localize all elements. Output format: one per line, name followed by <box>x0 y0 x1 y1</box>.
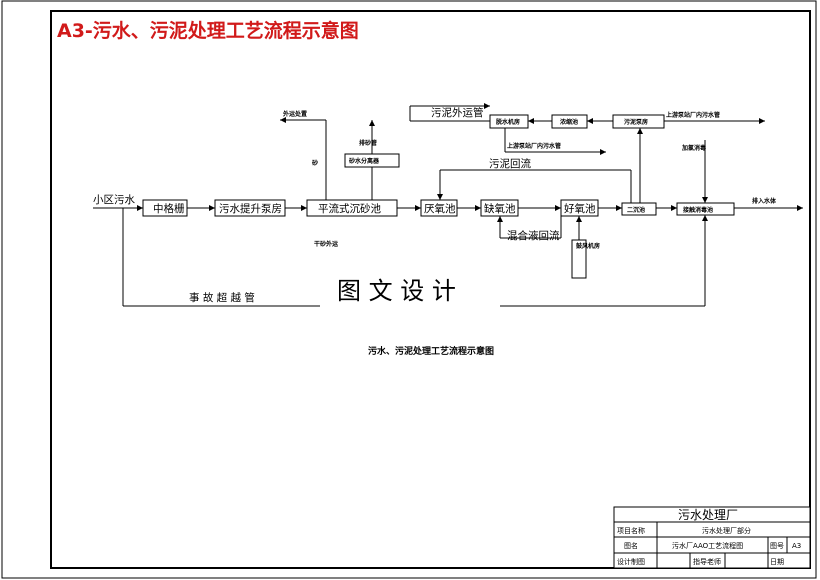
title-block-no-label: 图号 <box>770 542 784 550</box>
title-block-project-value: 污水处理厂部分 <box>702 526 751 535</box>
title-block-date-label: 日期 <box>770 558 784 566</box>
title-block: 污水处理厂 项目名称 污水处理厂部分 图名 污水厂AAO工艺流程图 图号 A3 … <box>613 506 811 569</box>
sludge-out-label: 污泥外运管 <box>431 106 484 119</box>
title-block-designer-label: 设计制图 <box>617 557 645 566</box>
watermark: 图 文 设 计 <box>337 277 456 305</box>
disinfection-label: 接触消毒池 <box>682 206 713 214</box>
pump-house-label: 污水提升泵房 <box>219 202 282 215</box>
mixed-return-label: 混合液回流 <box>507 229 560 242</box>
influent-label: 小区污水 <box>93 194 135 206</box>
chlorine-label: 加氯消毒 <box>681 144 706 152</box>
grit-pipe-label: 排砂管 <box>359 139 377 147</box>
title-block-drawing-label: 图名 <box>624 541 638 550</box>
thickener-label: 浓缩池 <box>560 118 578 126</box>
filtrate-label: 上游泵站厂内污水管 <box>507 142 561 150</box>
bypass-label: 事 故 超 越 管 <box>189 291 255 304</box>
blower-label: 鼓风机房 <box>576 242 600 250</box>
secondary-clarifier-label: 二沉池 <box>627 206 645 214</box>
title-block-no-value: A3 <box>792 542 801 550</box>
filter-press-label: 脱水机房 <box>496 118 520 126</box>
title-block-plant: 污水处理厂 <box>678 508 738 522</box>
grit-remove-label: 干砂外运 <box>314 240 338 248</box>
grit-out-label: 外运处置 <box>282 110 307 118</box>
inner-frame <box>50 10 811 569</box>
grit-chamber-label: 平流式沉砂池 <box>318 202 381 215</box>
title-block-drawing-value: 污水厂AAO工艺流程图 <box>672 541 743 550</box>
grit-separator-label: 砂水分离器 <box>348 157 380 165</box>
screen-label: 中格栅 <box>153 202 185 215</box>
aerobic-label: 好氧池 <box>564 202 596 215</box>
effluent-label: 排入水体 <box>752 197 777 205</box>
watermark-bg <box>322 270 498 310</box>
anaerobic-label: 厌氧池 <box>424 202 456 215</box>
diagram-caption: 污水、污泥处理工艺流程示意图 <box>368 345 494 357</box>
title-block-project-label: 项目名称 <box>617 526 645 535</box>
secondary-clarifier-box <box>621 202 657 216</box>
sludge-pump-label: 污泥泵房 <box>624 118 648 126</box>
anoxic-label: 缺氧池 <box>484 202 516 215</box>
title-block-advisor-label: 指导老师 <box>693 557 721 566</box>
grit-label: 砂 <box>311 159 318 167</box>
sludge-return-label: 污泥回流 <box>489 157 531 170</box>
upper-pipe-label: 上游泵站厂内污水管 <box>666 111 720 119</box>
page-title: A3-污水、污泥处理工艺流程示意图 <box>57 19 359 42</box>
